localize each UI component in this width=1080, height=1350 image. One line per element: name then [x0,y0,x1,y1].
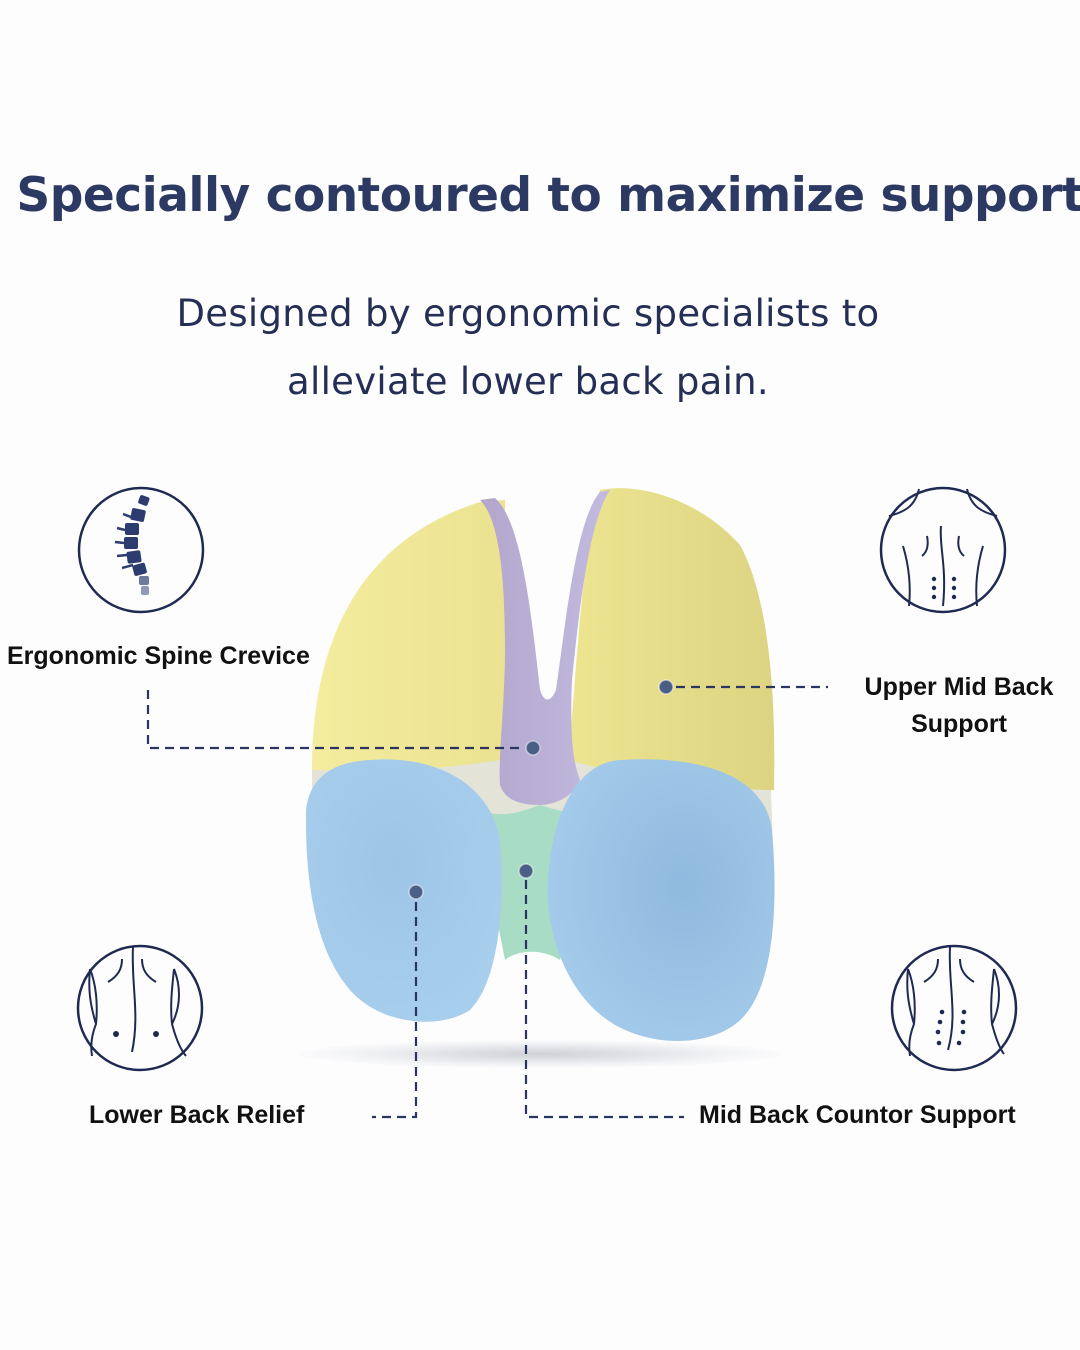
feature-icon-spine-crevice [77,486,205,614]
label-spine-crevice: Ergonomic Spine Crevice [7,642,310,670]
upper-back-icon [879,486,1007,614]
zone-upper-left-lobe [312,500,507,771]
feature-icon-upper-mid-back [879,486,1007,614]
marker-dot-spine-crevice [525,740,541,756]
label-upper-mid-back: Upper Mid Back Support [848,669,1070,743]
spine-vertebrae-icon [77,486,205,614]
page-subtitle: Designed by ergonomic specialists to all… [0,280,1056,416]
label-upper-mid-back-line1: Upper Mid Back [864,673,1054,701]
mid-back-icon [890,944,1018,1072]
feature-icon-mid-back-contour [890,944,1018,1072]
label-lower-back: Lower Back Relief [89,1101,305,1129]
marker-dot-upper-mid-back [658,679,674,695]
label-mid-back-contour: Mid Back Countor Support [699,1101,1016,1129]
zone-upper-mid-back [568,488,775,790]
leader-line-mid-back-contour [524,880,684,1119]
marker-dot-lower-back [408,884,424,900]
feature-icon-lower-back [76,944,204,1072]
leader-line-spine-crevice [146,690,525,750]
subtitle-line-1: Designed by ergonomic specialists to [176,292,880,335]
label-upper-mid-back-line2: Support [911,710,1007,738]
marker-dot-mid-back-contour [518,863,534,879]
subtitle-line-2: alleviate lower back pain. [287,360,769,403]
zone-lower-back-left [305,759,502,1022]
zone-lower-back-right [547,759,775,1042]
cushion-shadow [300,1040,780,1068]
zone-spine-crevice [480,490,610,805]
page-headline: Specially contoured to maximize support [16,168,1080,223]
lower-back-icon [76,944,204,1072]
leader-line-lower-back [372,902,418,1119]
